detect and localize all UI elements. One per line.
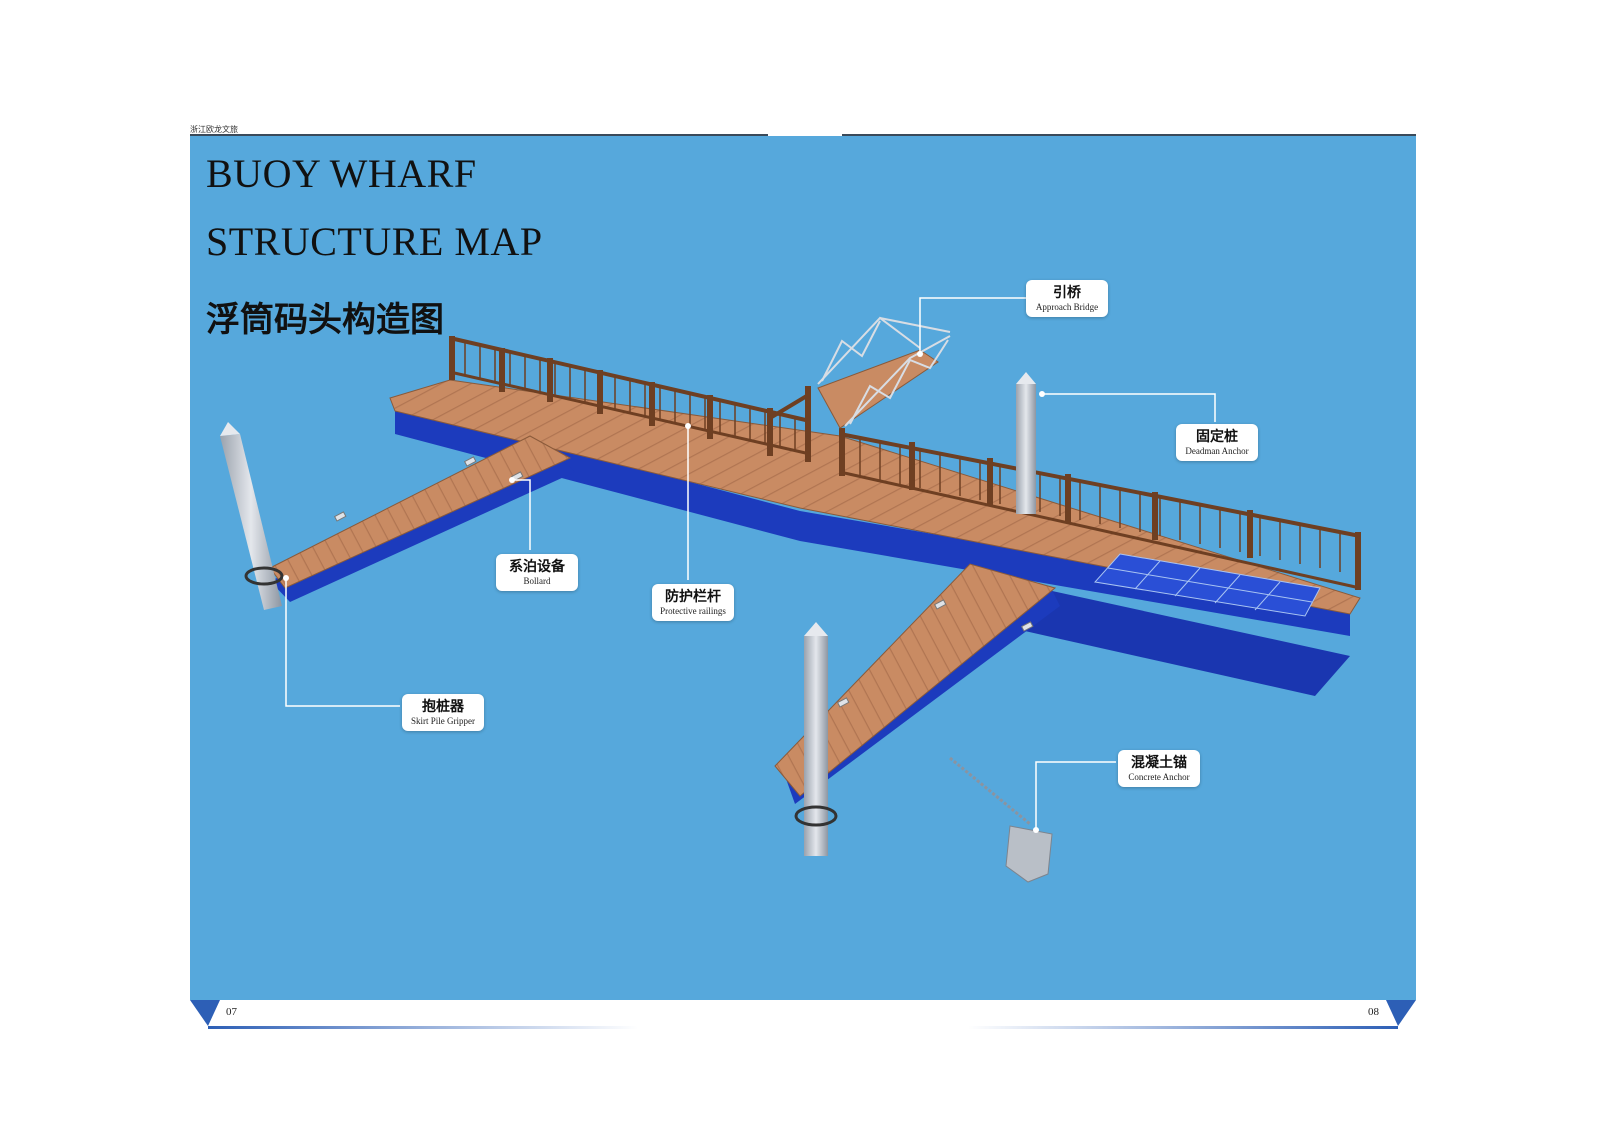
back-railing [449, 336, 811, 462]
pile-left [220, 422, 284, 610]
page-number-left: 07 [226, 1006, 237, 1018]
callout-cn: 系泊设备 [509, 559, 565, 575]
approach-bridge [817, 316, 951, 429]
title-chinese: 浮筒码头构造图 [206, 300, 444, 340]
bridge-side-railing [767, 386, 812, 456]
left-pier-floats [270, 458, 575, 602]
pile-lower [794, 622, 838, 856]
top-rule-left [190, 134, 768, 136]
callout-en: Deadman Anchor [1185, 446, 1249, 456]
callout-cn: 抱桩器 [422, 699, 464, 715]
callout-skirt-pile-gripper: 抱桩器 Skirt Pile Gripper [402, 694, 484, 731]
wharf-illustration [220, 297, 1361, 883]
callout-en: Skirt Pile Gripper [411, 716, 475, 726]
top-rule-right [842, 134, 1416, 136]
callout-concrete-anchor: 混凝土锚 Concrete Anchor [1118, 750, 1200, 787]
callout-approach-bridge: 引桥 Approach Bridge [1026, 280, 1108, 317]
leader-lines [285, 297, 1216, 830]
title-line-1: BUOY WHARF [206, 151, 477, 196]
pile-deadman [1016, 372, 1036, 514]
callout-bollard: 系泊设备 Bollard [496, 554, 578, 591]
callout-en: Approach Bridge [1035, 302, 1099, 312]
right-railing [839, 428, 1361, 590]
callout-cn: 防护栏杆 [665, 589, 721, 605]
callout-cn: 混凝土锚 [1131, 755, 1187, 771]
callout-en: Concrete Anchor [1128, 772, 1190, 782]
main-deck [390, 380, 1360, 614]
callout-deadman-anchor: 固定桩 Deadman Anchor [1176, 424, 1258, 461]
bollards [333, 456, 1034, 708]
title-line-2: STRUCTURE MAP [206, 219, 543, 264]
callout-protective-railings: 防护栏杆 Protective railings [652, 584, 734, 621]
callout-en: Protective railings [660, 606, 726, 616]
callout-cn: 引桥 [1053, 285, 1081, 301]
lower-pier [774, 563, 1057, 797]
callout-cn: 固定桩 [1196, 429, 1238, 445]
company-header: 浙江欧龙文旅 [190, 125, 238, 134]
concrete-anchor-block [949, 756, 1053, 883]
footer-bar [190, 1000, 1416, 1029]
callout-en: Bollard [523, 576, 551, 586]
page-number-right: 08 [1368, 1006, 1379, 1018]
